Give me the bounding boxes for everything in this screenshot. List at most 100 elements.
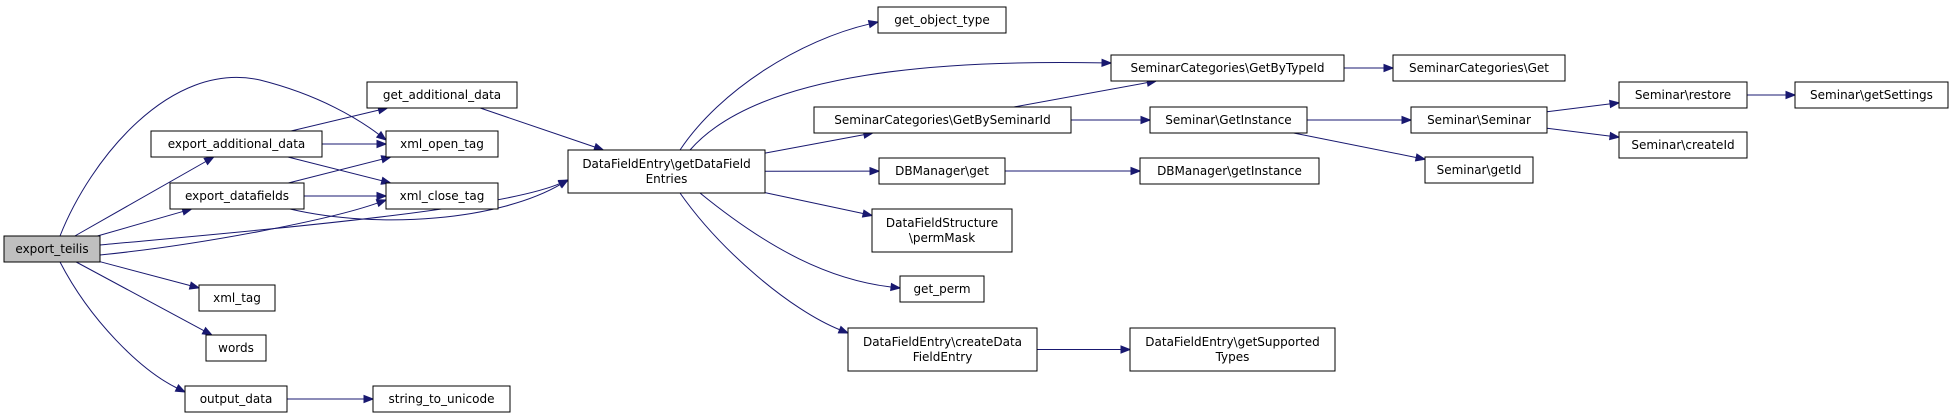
arrowhead-icon [376,139,388,149]
node-seminarseminar[interactable]: Seminar\Seminar [1410,106,1548,134]
edge-line [288,158,384,184]
node-seminarcategoriesget[interactable]: SeminarCategories\Get [1392,54,1566,82]
edge-getDataFieldEntries-to-createDataFieldEntry [679,192,850,334]
node-get-object-type[interactable]: get_object_type [877,6,1007,34]
arrowhead-icon [1401,115,1413,125]
node-label: SeminarCategories\Get [1409,61,1549,75]
edge-line [97,210,185,237]
node-box [847,327,1038,372]
edge-GetBySeminarId-to-GetInstance [1071,115,1152,125]
edge-getDataFieldEntries-to-get_object_type [679,20,880,151]
node-label: Seminar\GetInstance [1165,113,1291,127]
edge-line [1546,127,1612,137]
node-getbyseminarid[interactable]: SeminarCategories\GetBySeminarId [813,106,1072,134]
node-box [385,130,499,158]
node-get-perm[interactable]: get_perm [899,275,985,303]
node-getid[interactable]: Seminar\getId [1424,156,1534,184]
node-label: Seminar\getId [1437,163,1522,177]
edge-DBManagerGet-to-DBManagerGetInstance [1005,166,1142,176]
edge-line [764,192,865,215]
edge-line [679,23,871,151]
node-box [184,385,288,413]
edge-GetInstance-to-SeminarSeminar [1307,115,1413,125]
node-createid[interactable]: Seminar\createId [1618,131,1748,159]
edge-line [75,261,206,332]
node-label: SeminarCategories\GetBySeminarId [834,113,1050,127]
node-label: output_data [200,392,273,406]
edge-export_teilis-to-export_datafields [97,207,193,237]
node-box [1424,156,1534,184]
edge-line [99,182,561,246]
node-restore[interactable]: Seminar\restore [1618,81,1748,109]
call-graph-edges [59,20,1797,404]
node-label: export_additional_data [168,137,306,151]
node-label: Types [1215,350,1250,364]
edge-line [764,134,866,154]
node-getbytypeid[interactable]: SeminarCategories\GetByTypeId [1110,54,1345,82]
node-xml-tag[interactable]: xml_tag [198,284,276,312]
node-label: FieldEntry [913,350,973,364]
node-label: words [218,341,254,355]
node-label: Seminar\createId [1631,138,1734,152]
edge-line [689,61,1104,151]
node-xml-close-tag[interactable]: xml_close_tag [385,182,499,210]
node-label: Entries [646,172,688,186]
node-get-additional-data[interactable]: get_additional_data [366,81,518,109]
node-permmask[interactable]: DataFieldStructure\permMask [871,208,1013,253]
node-getsettings[interactable]: Seminar\getSettings [1794,81,1949,109]
node-box [1392,54,1566,82]
edge-line [289,183,562,221]
node-box [1410,106,1548,134]
edge-line [59,261,179,389]
node-dbmanagergetinstance[interactable]: DBManager\getInstance [1139,157,1320,185]
node-label: DataFieldEntry\createData [863,335,1022,349]
node-string-to-unicode[interactable]: string_to_unicode [372,385,511,413]
arrowhead-icon [890,282,902,292]
arrowhead-icon [837,325,850,334]
edge-createDataFieldEntry-to-getSupportedTypes [1037,345,1132,354]
edge-GetByTypeId-to-SeminarCategoriesGet [1344,63,1395,73]
node-box [567,149,766,194]
node-box [1110,54,1345,82]
node-box [1618,131,1748,159]
node-getinstance[interactable]: Seminar\GetInstance [1149,106,1308,134]
arrowhead-icon [363,394,375,404]
node-label: xml_tag [213,291,261,305]
node-box [3,235,101,263]
node-words[interactable]: words [205,334,267,362]
node-label: SeminarCategories\GetByTypeId [1130,61,1324,75]
arrowhead-icon [376,191,388,201]
node-label: Seminar\Seminar [1427,113,1531,127]
arrowhead-icon [1414,153,1427,162]
node-box [198,284,276,312]
edge-export_teilis-to-xml_open_tag [59,77,388,237]
arrowhead-icon [1140,115,1152,125]
node-label: export_teilis [15,242,88,256]
edge-line [99,202,379,256]
arrowhead-icon [557,179,570,189]
edge-line [99,261,192,287]
edge-export_teilis-to-xml_close_tag [99,199,388,256]
arrowhead-icon [867,20,880,29]
arrowhead-icon [203,156,215,166]
node-dbmanagerget[interactable]: DBManager\get [878,157,1006,185]
edge-export_datafields-to-xml_close_tag [304,191,388,201]
node-xml-open-tag[interactable]: xml_open_tag [385,130,499,158]
edge-line [74,160,207,237]
arrowhead-icon [1120,345,1132,354]
node-label: xml_close_tag [400,189,485,203]
node-box [899,275,985,303]
node-export-additional-data[interactable]: export_additional_data [150,130,323,158]
node-label: Seminar\restore [1635,88,1731,102]
arrowhead-icon [1609,131,1621,141]
node-output-data[interactable]: output_data [184,385,288,413]
edge-getDataFieldEntries-to-GetByTypeId [689,58,1113,151]
edge-get_additional_data-to-getDataFieldEntries [480,107,605,151]
edge-line [699,192,893,288]
node-label: DBManager\get [895,164,989,178]
node-export-datafields[interactable]: export_datafields [169,182,305,210]
node-export-teilis[interactable]: export_teilis [3,235,101,263]
